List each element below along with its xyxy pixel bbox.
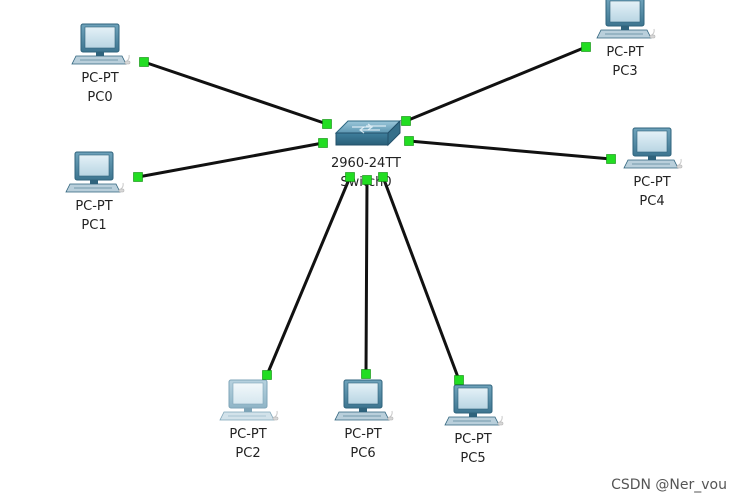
- port-led-pc1-switch: [318, 138, 328, 148]
- pc6-name-label: PC6: [350, 446, 375, 461]
- link-pc3-switch[interactable]: [404, 45, 588, 123]
- links-layer: [136, 45, 613, 382]
- port-status-layer: [133, 42, 616, 385]
- port-led-pc6-pc: [361, 369, 371, 379]
- pc4-type-label: PC-PT: [633, 175, 670, 190]
- pc2-name-label: PC2: [235, 446, 260, 461]
- pc0-name-label: PC0: [87, 90, 112, 105]
- port-led-pc1-pc: [133, 172, 143, 182]
- port-led-pc0-switch: [322, 119, 332, 129]
- port-led-pc4-switch: [404, 136, 414, 146]
- pc4-name-label: PC4: [639, 194, 664, 209]
- link-pc5-switch[interactable]: [381, 175, 461, 382]
- device-pc5[interactable]: PC-PT PC5: [444, 384, 504, 466]
- device-pc6[interactable]: PC-PT PC6: [334, 379, 394, 461]
- link-pc1-switch[interactable]: [136, 141, 325, 179]
- port-led-pc6-switch: [362, 175, 372, 185]
- port-led-pc2-pc: [262, 370, 272, 380]
- switch-model-label: 2960-24TT: [331, 156, 401, 171]
- device-pc3[interactable]: PC-PT PC3: [596, 0, 656, 79]
- pc-icon: [71, 23, 131, 65]
- pc-icon: [219, 379, 279, 421]
- port-led-pc2-switch: [345, 172, 355, 182]
- port-led-pc3-switch: [401, 116, 411, 126]
- port-led-pc0-pc: [139, 57, 149, 67]
- device-pc4[interactable]: PC-PT PC4: [623, 127, 683, 209]
- pc2-type-label: PC-PT: [229, 427, 266, 442]
- pc-icon: [596, 0, 656, 39]
- switch-icon: [334, 119, 402, 147]
- port-led-pc4-pc: [606, 154, 616, 164]
- port-led-pc5-pc: [454, 375, 464, 385]
- pc5-name-label: PC5: [460, 451, 485, 466]
- port-led-pc3-pc: [581, 42, 591, 52]
- watermark: CSDN @Ner_vou: [611, 477, 727, 493]
- link-pc0-switch[interactable]: [142, 60, 329, 126]
- pc0-type-label: PC-PT: [81, 71, 118, 86]
- pc1-name-label: PC1: [81, 218, 106, 233]
- pc3-name-label: PC3: [612, 64, 637, 79]
- device-pc0[interactable]: PC-PT PC0: [71, 23, 131, 105]
- link-pc6-switch[interactable]: [364, 178, 369, 376]
- pc-icon: [65, 151, 125, 193]
- pc-icon: [444, 384, 504, 426]
- device-pc1[interactable]: PC-PT PC1: [65, 151, 125, 233]
- pc5-type-label: PC-PT: [454, 432, 491, 447]
- pc6-type-label: PC-PT: [344, 427, 381, 442]
- link-pc2-switch[interactable]: [265, 175, 352, 377]
- pc3-type-label: PC-PT: [606, 45, 643, 60]
- pc-icon: [334, 379, 394, 421]
- link-pc4-switch[interactable]: [407, 139, 613, 161]
- pc-icon: [623, 127, 683, 169]
- port-led-pc5-switch: [378, 172, 388, 182]
- device-pc2[interactable]: PC-PT PC2: [219, 379, 279, 461]
- pc1-type-label: PC-PT: [75, 199, 112, 214]
